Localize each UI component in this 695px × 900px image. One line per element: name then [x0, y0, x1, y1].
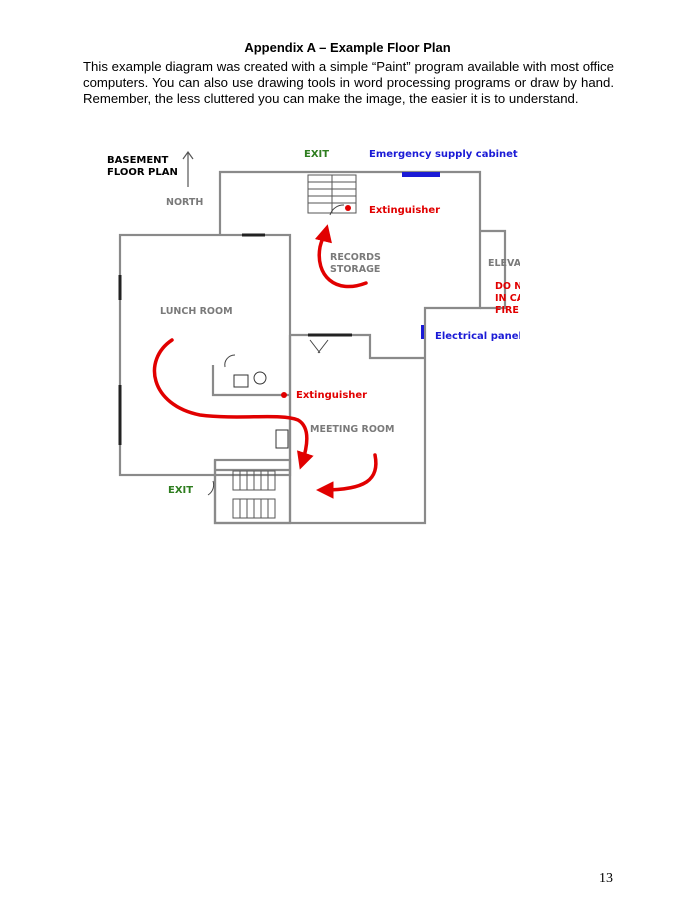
warning-label-3: FIRE [495, 305, 519, 316]
north-arrow-icon [182, 150, 194, 187]
elevator-box [480, 229, 507, 310]
records-label-1: RECORDS [330, 252, 381, 263]
page-number: 13 [599, 871, 613, 886]
cabinet-icon [275, 429, 289, 449]
extinguisher-top-label: Extinguisher [369, 205, 440, 216]
exit-bottom-label: EXIT [168, 485, 193, 496]
route-lunch [152, 338, 314, 470]
exit-top-label: EXIT [304, 149, 329, 160]
emergency-cabinet-label: Emergency supply cabinet [369, 149, 518, 160]
north-label: NORTH [166, 197, 203, 208]
floor-plan-diagram: BASEMENT FLOOR PLAN NORTH EXIT Emergency… [107, 149, 520, 525]
wall-markers [118, 233, 352, 445]
intro-paragraph: This example diagram was created with a … [83, 59, 614, 106]
records-label-2: STORAGE [330, 264, 380, 275]
meeting-top-wall [290, 333, 425, 360]
electrical-panel-marker [421, 325, 424, 339]
warning-label-1: DO NOT USE [495, 281, 520, 292]
extinguisher-mid-label: Extinguisher [296, 390, 367, 401]
stair-treads [232, 174, 357, 519]
stairwell [213, 458, 292, 525]
route-meeting [316, 453, 378, 499]
evacuation-routes [152, 224, 378, 499]
extinguisher-mid-marker [281, 392, 287, 398]
toilet-icon [253, 371, 267, 385]
walls [118, 170, 507, 525]
elevator-label: ELEVATOR [488, 258, 520, 269]
appendix-heading: Appendix A – Example Floor Plan [244, 40, 451, 55]
electrical-panel-label: Electrical panel [435, 331, 520, 342]
warning-label-2: IN CASE OF [495, 293, 520, 304]
doors [207, 204, 345, 496]
lunch-room-wall [118, 233, 292, 477]
meeting-room-label: MEETING ROOM [310, 424, 394, 435]
plan-title-2: FLOOR PLAN [107, 167, 178, 178]
lunch-room-label: LUNCH ROOM [160, 306, 233, 317]
records-wall [218, 170, 482, 235]
extinguisher-top-marker [345, 205, 351, 211]
route-records [314, 224, 368, 289]
emergency-cabinet-marker [402, 172, 440, 177]
sink-icon [233, 374, 249, 388]
plan-title-1: BASEMENT [107, 155, 169, 166]
restroom-wall [211, 365, 290, 397]
